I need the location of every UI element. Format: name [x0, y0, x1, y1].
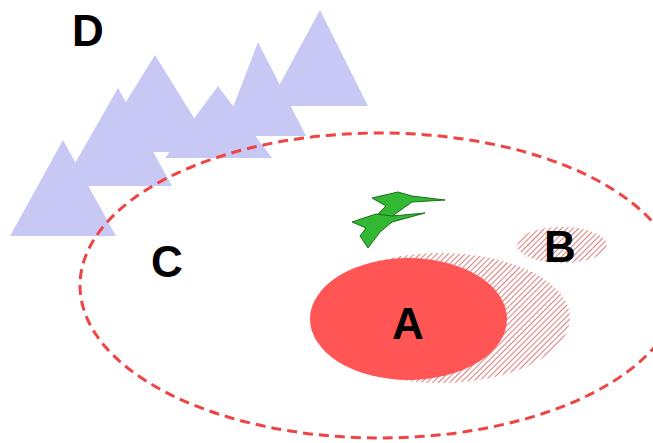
region-letter: B — [544, 225, 576, 269]
mountains — [10, 10, 368, 236]
region-letter: A — [392, 302, 424, 346]
hatched-area — [310, 253, 570, 383]
region-letter: D — [72, 9, 104, 53]
birds — [352, 192, 445, 248]
patch-ellipse: B — [517, 227, 607, 263]
region-letter: C — [151, 240, 183, 284]
core-ellipse: A — [310, 258, 507, 380]
region-ellipse: C A B — [80, 133, 653, 438]
core-ellipse-shape — [310, 258, 507, 380]
region-ellipse-shape — [80, 133, 653, 438]
